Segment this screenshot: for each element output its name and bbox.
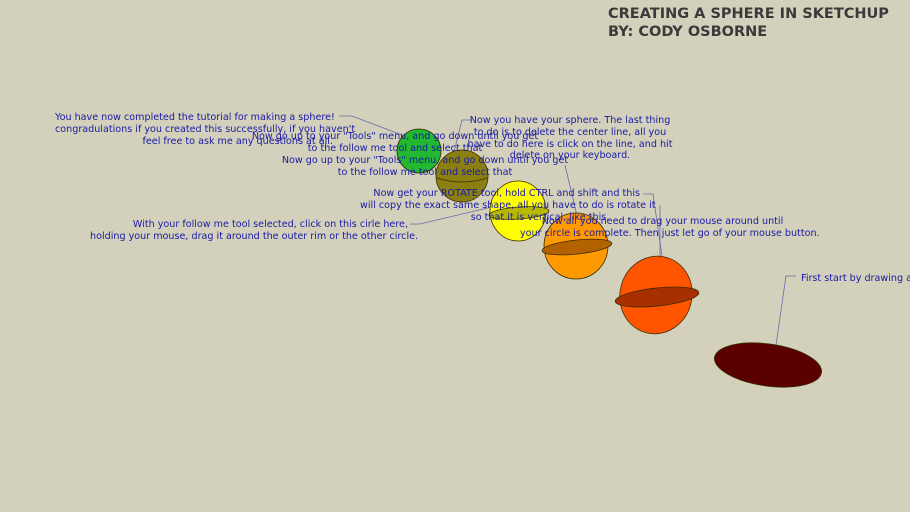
note-line: to the follow me tool and select that — [307, 142, 483, 154]
leader-line — [774, 275, 796, 353]
note-line: Now you have your sphere. The last thing — [469, 115, 671, 126]
note-line: Now get your ROTATE tool, hold CTRL and … — [373, 188, 640, 199]
note-line: congradulations if you created this succ… — [55, 123, 356, 135]
green-sphere[interactable] — [396, 128, 442, 174]
note-tools-menu-a: Now go up to your "Tools" menu, and go d… — [230, 131, 560, 155]
note-tools-menu-b: Now go up to your "Tools" menu, and go d… — [280, 155, 570, 179]
note-line: Now go up to your "Tools" menu, and go d… — [251, 131, 539, 142]
note-line: You have now completed the tutorial for … — [55, 112, 335, 123]
note-line: With your follow me tool selected, click… — [132, 219, 408, 230]
note-line: First start by drawing a circle — [801, 273, 910, 284]
note-line: to do is to delete the center line, all … — [473, 126, 667, 138]
title-line-2: BY: CODY OSBORNE — [608, 24, 768, 40]
title-line-1: CREATING A SPHERE IN SKETCHUP — [608, 6, 889, 22]
note-line: holding your mouse, drag it around the o… — [90, 230, 419, 242]
note-rotate: Now get your ROTATE tool, hold CTRL and … — [360, 188, 656, 223]
note-line: delete on your keyboard. — [509, 150, 631, 162]
leader-line — [564, 164, 579, 221]
olive-sphere[interactable] — [435, 149, 489, 203]
leader-lines — [339, 115, 796, 353]
note-line: to the follow me tool and select that — [337, 166, 513, 178]
note-line: Now go up to your "Tools" menu, and go d… — [281, 155, 569, 166]
note-line: your circle is complete. Then just let g… — [520, 227, 820, 239]
note-first: First start by drawing a circle — [801, 273, 910, 285]
note-line: Now all you need to drag your mouse arou… — [541, 216, 784, 227]
leader-line — [410, 204, 501, 225]
note-line: feel free to ask me any questions at all… — [142, 135, 333, 147]
note-last-thing: Now you have your sphere. The last thing… — [465, 115, 675, 162]
note-line: have to do here is click on the line, an… — [467, 138, 673, 150]
note-line: so that it is vertical, like this. — [470, 211, 610, 223]
yellow-disc — [488, 206, 550, 220]
red-orange-disc — [614, 286, 700, 308]
leader-line — [451, 119, 472, 161]
note-line: will copy the exact same shape, all you … — [360, 199, 656, 211]
leader-line — [339, 115, 416, 141]
dark-red-circle[interactable] — [712, 337, 825, 394]
olive-sphere-seam — [436, 177, 488, 183]
leader-line — [643, 193, 663, 257]
note-drag: Now all you need to drag your mouse arou… — [520, 216, 820, 240]
note-follow-me: With your follow me tool selected, click… — [90, 219, 419, 243]
note-completed: You have now completed the tutorial for … — [55, 112, 356, 147]
orange-disc — [541, 238, 613, 256]
